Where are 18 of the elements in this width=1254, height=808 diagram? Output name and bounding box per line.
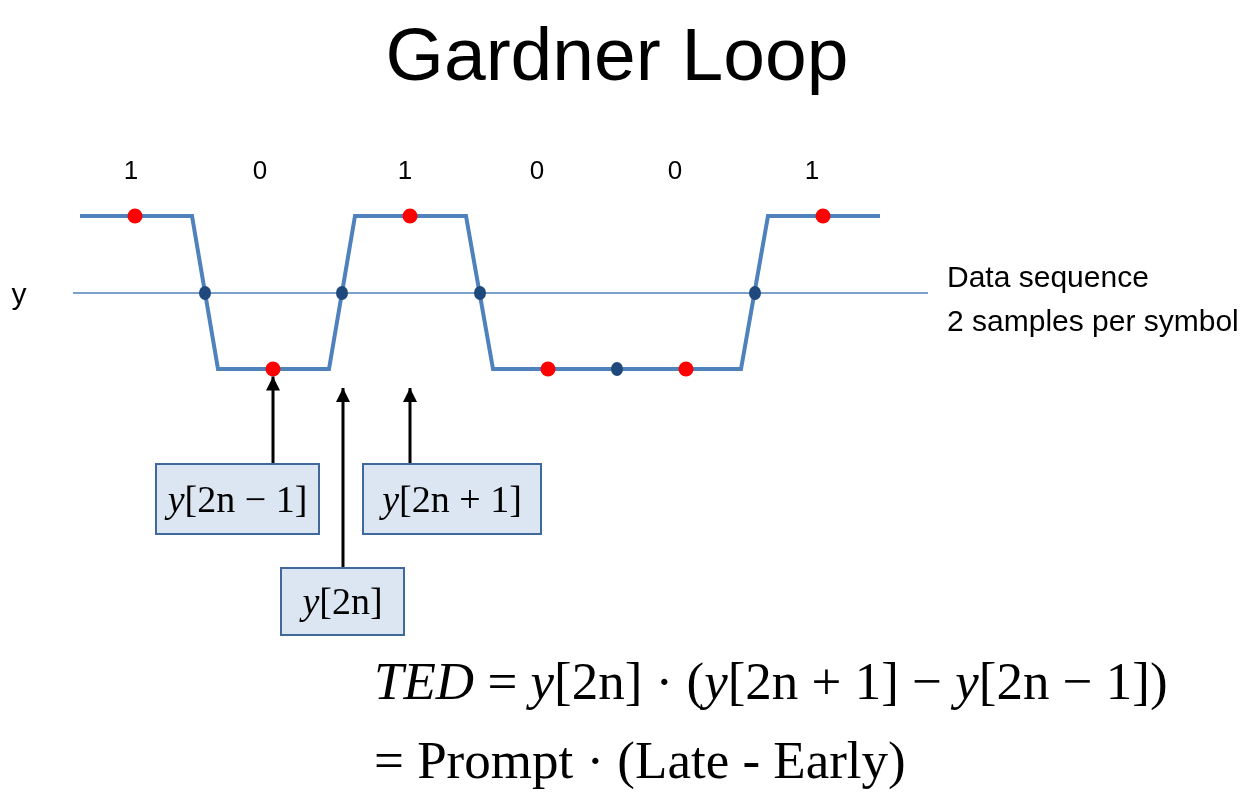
symbol-sample-icon bbox=[265, 361, 281, 377]
axis-label: y bbox=[11, 276, 27, 312]
bit-label: 0 bbox=[252, 156, 268, 186]
formula-text: = Prompt · (Late - Early) bbox=[374, 729, 906, 791]
formula-text: TED = y[2n] · (y[2n + 1] − y[2n − 1]) bbox=[374, 650, 1168, 712]
waveform-note: Data sequence 2 samples per symbol bbox=[947, 259, 1239, 339]
sample-box: y[2n − 1] bbox=[155, 463, 320, 535]
bit-label: 1 bbox=[123, 156, 139, 186]
sample-box: y[2n] bbox=[280, 567, 405, 636]
leader-arrow bbox=[266, 376, 280, 463]
leader-arrow bbox=[336, 388, 350, 567]
bit-label: 1 bbox=[804, 156, 820, 186]
bit-label: 0 bbox=[667, 156, 683, 186]
sample-box: y[2n + 1] bbox=[362, 463, 542, 535]
diagram-title: Gardner Loop bbox=[385, 10, 849, 98]
bit-label: 1 bbox=[397, 156, 413, 186]
leader-arrow bbox=[403, 388, 417, 463]
bit-label: 0 bbox=[529, 156, 545, 186]
